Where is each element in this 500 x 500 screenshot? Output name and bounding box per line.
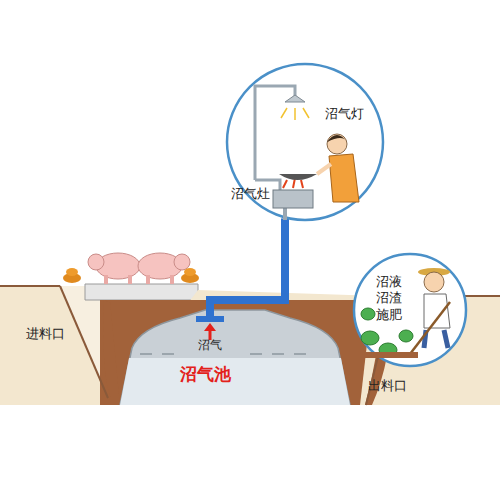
digester-tank bbox=[140, 353, 306, 354]
gas-pipe bbox=[281, 218, 289, 288]
node-text: 沼气池 bbox=[180, 364, 231, 385]
pig-platform bbox=[85, 284, 198, 300]
digester-tank bbox=[210, 288, 285, 318]
pig bbox=[170, 275, 174, 284]
digester-tank bbox=[110, 288, 360, 405]
digester-tank bbox=[204, 323, 216, 331]
scene-circle bbox=[424, 272, 444, 292]
scene-circle bbox=[227, 64, 383, 220]
scene-circle bbox=[285, 95, 305, 102]
scene-circle bbox=[327, 135, 347, 142]
manure bbox=[63, 268, 199, 283]
scene-circle bbox=[399, 330, 413, 342]
scene-circle bbox=[424, 294, 450, 328]
pig bbox=[88, 253, 140, 284]
scene-circle bbox=[273, 190, 313, 208]
pig bbox=[88, 254, 104, 270]
scene-circle bbox=[283, 208, 287, 220]
pig bbox=[128, 275, 132, 284]
pig bbox=[146, 275, 150, 284]
scene-circle bbox=[354, 254, 466, 366]
scene-circle bbox=[361, 331, 379, 345]
scene-circle bbox=[281, 108, 309, 120]
scene-circle bbox=[352, 252, 468, 368]
scene-circle bbox=[317, 164, 331, 174]
digester-tank: 沼气沼气池 bbox=[110, 288, 360, 405]
node-text: 沼气灶 bbox=[231, 186, 270, 202]
scene-circle bbox=[327, 134, 347, 154]
digester-tank bbox=[196, 316, 224, 322]
ground-line bbox=[60, 286, 108, 398]
scene-circle bbox=[361, 308, 375, 320]
node-text: 沼气灯 bbox=[325, 106, 364, 122]
node-text: 沼液 沼渣 施肥 bbox=[376, 274, 406, 323]
pig bbox=[104, 275, 108, 284]
scene-circle bbox=[410, 302, 450, 354]
part-label: 出料口 bbox=[368, 378, 407, 394]
pit bbox=[110, 300, 372, 405]
manure bbox=[184, 268, 196, 276]
part-label: 进料口 bbox=[26, 326, 65, 342]
pig bbox=[174, 254, 190, 270]
ground-line bbox=[0, 285, 60, 287]
scene-circle bbox=[358, 352, 418, 358]
digester-tank bbox=[120, 310, 350, 405]
scene-circle bbox=[329, 154, 359, 202]
scene-circle bbox=[279, 174, 317, 180]
manure bbox=[66, 268, 78, 276]
node-text: 沼气 bbox=[198, 338, 222, 353]
pit-wall bbox=[103, 300, 392, 405]
scene-circle: 沼液 沼渣 施肥 bbox=[352, 252, 468, 368]
scene-circle: 沼气灯沼气灶 bbox=[225, 62, 385, 222]
digester-tank bbox=[120, 358, 350, 405]
